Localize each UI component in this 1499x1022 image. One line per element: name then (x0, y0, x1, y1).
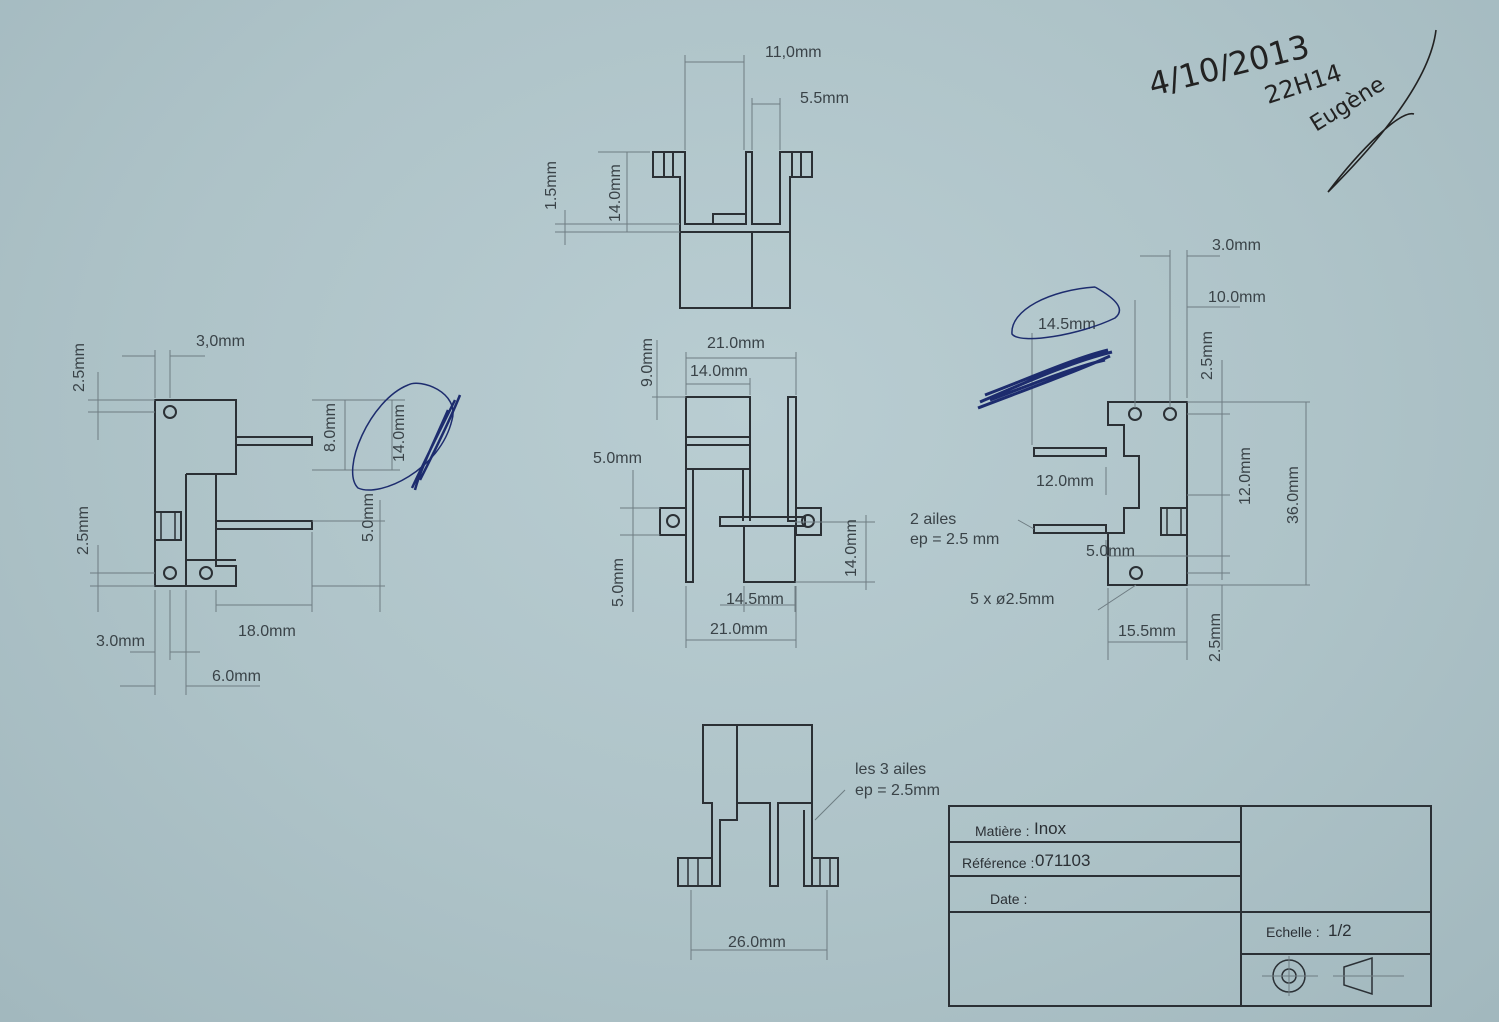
dim-top-1-5: 1.5mm (543, 161, 560, 210)
note-2-ailes-ep: ep = 2.5 mm (910, 531, 999, 548)
label-reference: Référence : (962, 855, 1034, 871)
dim-right-14-5: 14.5mm (1038, 316, 1096, 333)
value-matiere: Inox (1034, 819, 1067, 838)
dim-right-12h: 12.0mm (1036, 473, 1094, 490)
pen-scribble-left (352, 382, 462, 491)
dim-top-14: 14.0mm (607, 164, 624, 222)
dim-mid-21b: 21.0mm (710, 621, 768, 638)
value-reference: 071103 (1035, 851, 1090, 870)
dim-left-3a: 3,0mm (196, 333, 245, 350)
bottom-view (677, 724, 846, 960)
pen-scribble-right (977, 286, 1121, 410)
right-view (1017, 250, 1310, 660)
dim-mid-5b: 5.0mm (610, 558, 627, 607)
dim-mid-14v: 14.0mm (843, 519, 860, 577)
label-date: Date : (990, 891, 1027, 907)
dim-mid-9: 9.0mm (639, 338, 656, 387)
dim-left-18: 18.0mm (238, 623, 296, 640)
dim-right-2-5b: 2.5mm (1207, 613, 1224, 662)
dim-right-2-5a: 2.5mm (1199, 331, 1216, 380)
dim-bottom-26: 26.0mm (728, 934, 786, 951)
label-echelle: Echelle : (1266, 924, 1320, 940)
dim-left-3b: 3.0mm (96, 633, 145, 650)
dim-left-8: 8.0mm (322, 403, 339, 452)
dim-top-11: 11,0mm (765, 44, 822, 61)
label-matiere: Matière : (975, 823, 1029, 839)
middle-view (620, 340, 875, 648)
dim-left-5: 5.0mm (360, 493, 377, 542)
dim-left-6: 6.0mm (212, 668, 261, 685)
dim-right-36: 36.0mm (1285, 466, 1302, 524)
dim-right-10: 10.0mm (1208, 289, 1266, 306)
value-echelle: 1/2 (1328, 921, 1352, 940)
dim-left-2-5b: 2.5mm (75, 506, 92, 555)
top-view (555, 55, 813, 309)
dim-mid-21a: 21.0mm (707, 335, 765, 352)
note-3-ailes: les 3 ailes (855, 761, 926, 778)
dim-mid-5a: 5.0mm (593, 450, 642, 467)
dim-top-5-5: 5.5mm (800, 90, 849, 107)
dim-mid-14-5: 14.5mm (726, 591, 784, 608)
dim-left-2-5a: 2.5mm (71, 343, 88, 392)
dim-mid-14: 14.0mm (690, 363, 748, 380)
note-2-ailes: 2 ailes (910, 511, 956, 528)
dim-right-3: 3.0mm (1212, 237, 1261, 254)
title-block (948, 805, 1432, 1007)
note-holes: 5 x ø2.5mm (970, 591, 1054, 608)
dim-left-14: 14.0mm (391, 404, 408, 462)
dim-right-12v: 12.0mm (1237, 447, 1254, 505)
dim-right-15-5: 15.5mm (1118, 623, 1176, 640)
dim-right-5: 5.0mm (1086, 543, 1135, 560)
signature-stroke (1327, 29, 1437, 193)
left-view (88, 350, 405, 695)
note-3-ailes-ep: ep = 2.5mm (855, 782, 940, 799)
